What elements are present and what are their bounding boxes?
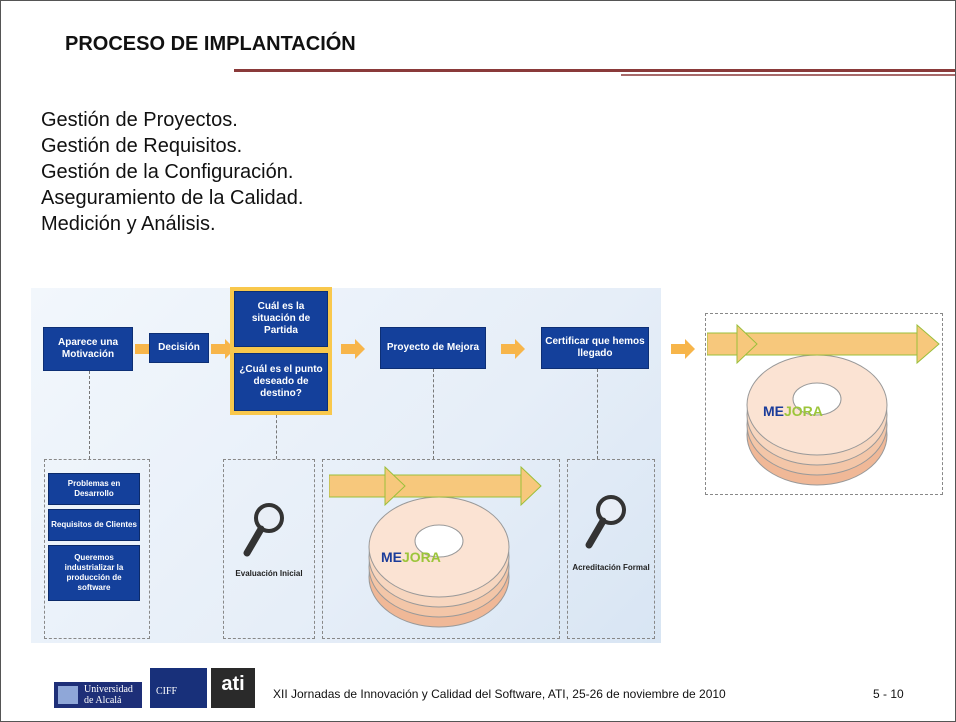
magnifier-icon bbox=[243, 503, 284, 557]
mejora-label: MEJORA bbox=[763, 403, 823, 419]
page-number: 5 - 10 bbox=[873, 687, 904, 701]
accreditation-caption: Acreditación Formal bbox=[572, 563, 650, 572]
improvement-panel bbox=[322, 459, 560, 639]
accreditation-panel bbox=[567, 459, 655, 639]
mejora-suffix: JORA bbox=[402, 549, 441, 565]
title-underline-secondary bbox=[621, 74, 955, 76]
result-panel bbox=[705, 313, 943, 495]
magnifier-icon bbox=[585, 495, 626, 549]
step-decision: Decisión bbox=[149, 333, 209, 363]
mejora-prefix: ME bbox=[763, 403, 784, 419]
ati-logo: ati bbox=[211, 668, 255, 708]
mejora-suffix: JORA bbox=[784, 403, 823, 419]
process-diagram: Aparece una Motivación Decisión Cuál es … bbox=[1, 283, 955, 645]
university-logo-text: Universidad de Alcalá bbox=[84, 684, 133, 706]
bullet-item: Medición y Análisis. bbox=[41, 213, 216, 235]
mejora-prefix: ME bbox=[381, 549, 402, 565]
mejora-cycle-graphic bbox=[707, 323, 940, 486]
step-target: ¿Cuál es el punto deseado de destino? bbox=[234, 353, 328, 411]
connector-line bbox=[597, 369, 598, 459]
bullet-item: Gestión de Proyectos. bbox=[41, 109, 238, 131]
ciff-logo: CIFF bbox=[150, 668, 207, 708]
cause-item: Queremos industrializar la producción de… bbox=[48, 545, 140, 601]
bullet-item: Gestión de la Configuración. bbox=[41, 161, 294, 183]
causes-panel bbox=[44, 459, 150, 639]
university-logo: Universidad de Alcalá bbox=[54, 682, 142, 708]
connector-line bbox=[276, 415, 277, 459]
step-certify: Certificar que hemos llegado bbox=[541, 327, 649, 369]
cause-item: Problemas en Desarrollo bbox=[48, 473, 140, 505]
mejora-cycle-graphic bbox=[329, 465, 542, 628]
title-underline bbox=[234, 69, 955, 72]
connector-line bbox=[89, 371, 90, 459]
bullet-item: Aseguramiento de la Calidad. bbox=[41, 187, 304, 209]
evaluation-caption: Evaluación Inicial bbox=[235, 569, 303, 578]
bullet-list: Gestión de Proyectos. Gestión de Requisi… bbox=[41, 107, 303, 237]
slide-title: PROCESO DE IMPLANTACIÓN bbox=[65, 33, 356, 55]
mejora-label: MEJORA bbox=[381, 549, 441, 565]
ciff-logo-text: CIFF bbox=[156, 686, 178, 697]
step-project: Proyecto de Mejora bbox=[380, 327, 486, 369]
ati-logo-text: ati bbox=[221, 673, 245, 695]
step-motivation: Aparece una Motivación bbox=[43, 327, 133, 371]
connector-line bbox=[433, 369, 434, 459]
cause-item: Requisitos de Clientes bbox=[48, 509, 140, 541]
step-start-situation: Cuál es la situación de Partida bbox=[234, 291, 328, 347]
evaluation-panel bbox=[223, 459, 315, 639]
bullet-item: Gestión de Requisitos. bbox=[41, 135, 243, 157]
footer-text: XII Jornadas de Innovación y Calidad del… bbox=[273, 687, 726, 701]
